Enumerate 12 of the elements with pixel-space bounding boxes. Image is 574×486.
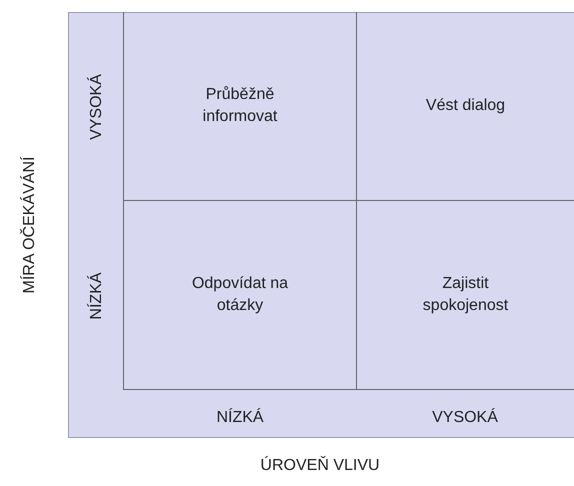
axis-title: MÍRA OČEKÁVÁNÍ <box>21 156 39 294</box>
quadrant-text: Vést dialog <box>426 96 506 116</box>
quadrant-text: Zajistit spokojenost <box>422 274 510 316</box>
axis-tick-label: VYSOKÁ <box>432 409 498 427</box>
quadrant-cell <box>123 12 357 201</box>
quadrant-text: Průběžně informovat <box>202 85 278 127</box>
axis-tick-label: NÍZKÁ <box>216 409 264 427</box>
quadrant-cell <box>123 201 357 390</box>
axis-tick-label: NÍZKÁ <box>88 272 106 320</box>
axis-title: ÚROVEŇ VLIVU <box>260 457 380 475</box>
quadrant-text: Odpovídat na otázky <box>190 274 290 316</box>
axis-tick-label: VYSOKÁ <box>88 74 106 140</box>
